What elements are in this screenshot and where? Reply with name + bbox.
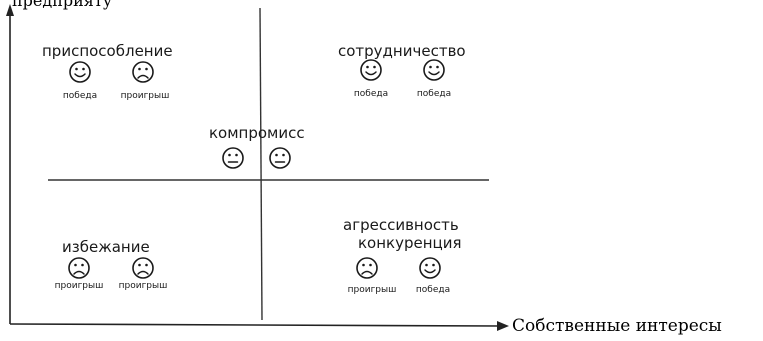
sad-face-icon	[132, 61, 154, 83]
y-axis-arrow	[6, 4, 14, 16]
happy-face-icon	[419, 257, 441, 279]
quadrant-compromise: компромисс	[209, 124, 305, 169]
accommodation-title: приспособление	[42, 42, 173, 60]
quadrant-cooperation: сотрудничество победа победа	[338, 42, 466, 99]
neutral-face-icon	[222, 147, 244, 169]
avoidance-title: избежание	[62, 238, 150, 256]
x-axis-label: Собственные интересы	[512, 316, 722, 336]
neutral-face-icon	[269, 147, 291, 169]
happy-face-icon	[423, 59, 445, 81]
happy-face-icon	[360, 59, 382, 81]
compromise-title: компромисс	[209, 124, 305, 142]
outcome-label: проигрыш	[119, 281, 168, 291]
outcome-label: проигрыш	[348, 285, 397, 295]
outcome-label: проигрыш	[121, 91, 170, 101]
outcome-label: проигрыш	[55, 281, 104, 291]
outcome-label: победа	[417, 89, 451, 99]
cooperation-title: сотрудничество	[338, 42, 466, 60]
sad-face-icon	[132, 257, 154, 279]
happy-face-icon	[69, 61, 91, 83]
sad-face-icon	[68, 257, 90, 279]
x-axis	[9, 323, 501, 327]
quadrant-avoidance: избежание проигрыш проигрыш	[55, 238, 168, 291]
x-axis-arrow	[497, 321, 509, 331]
outcome-label: победа	[63, 91, 97, 101]
competition-title-line1: агрессивность	[343, 216, 459, 234]
quadrant-competition: агрессивность конкуренция проигрыш побед…	[343, 216, 462, 295]
top-cut-text: предприяту	[12, 0, 113, 10]
competition-title-line2: конкуренция	[358, 234, 462, 252]
sad-face-icon	[356, 257, 378, 279]
quadrant-accommodation: приспособление победа проигрыш	[42, 42, 173, 101]
outcome-label: победа	[416, 285, 450, 295]
vertical-divider	[259, 7, 263, 321]
outcome-label: победа	[354, 89, 388, 99]
